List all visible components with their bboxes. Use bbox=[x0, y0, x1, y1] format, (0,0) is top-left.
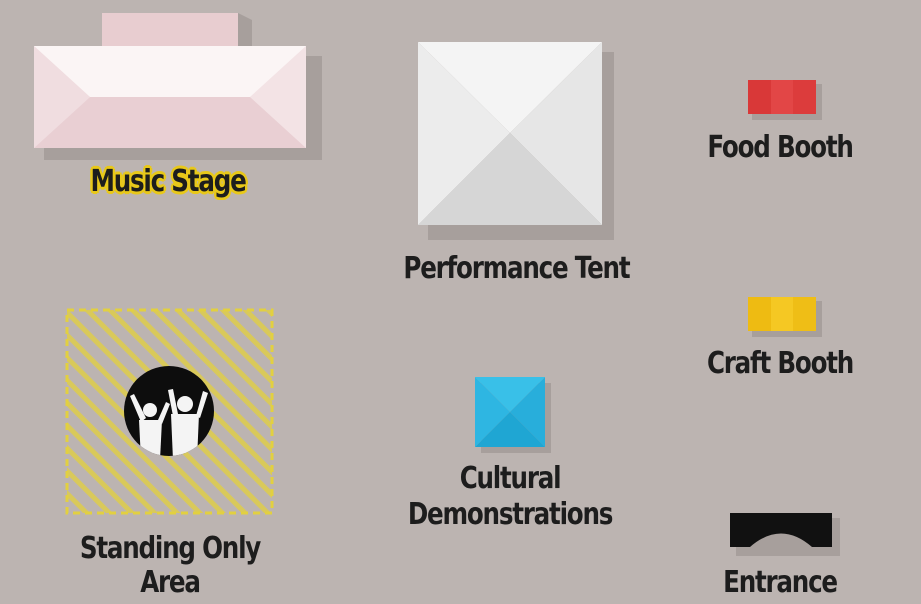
cultural-label-line1: Cultural bbox=[459, 461, 562, 496]
cultural-label-line2: Demonstrations bbox=[407, 497, 614, 532]
music-stage-label: Music Stage bbox=[90, 164, 246, 199]
standing-only-label-line2: Area bbox=[140, 565, 201, 600]
performance-tent-label: Performance Tent bbox=[403, 251, 630, 286]
standing-only-label-line1: Standing Only bbox=[79, 531, 261, 566]
craft-booth-label: Craft Booth bbox=[706, 346, 854, 381]
food-booth-label: Food Booth bbox=[707, 130, 854, 165]
entrance-label: Entrance bbox=[723, 565, 838, 600]
